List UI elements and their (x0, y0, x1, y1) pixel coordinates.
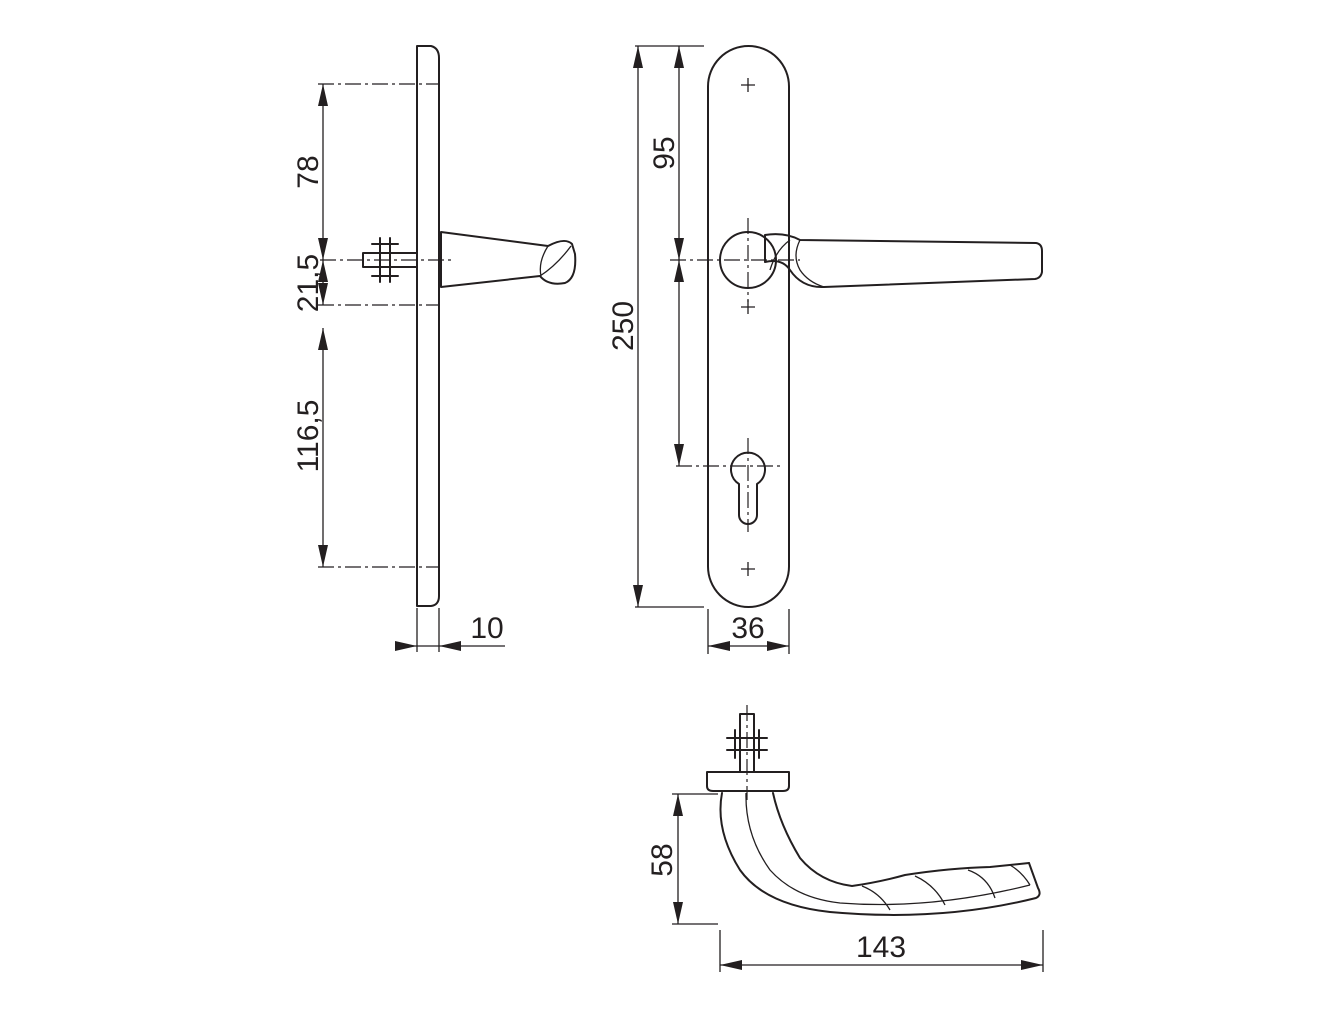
dim-58-arrow-top (673, 794, 683, 816)
dim-250-arrow-bottom (633, 585, 643, 607)
top-view: 58 143 (646, 705, 1044, 972)
dim-78-arrow-bottom (318, 238, 328, 260)
dim-250-label: 250 (607, 301, 640, 351)
dim-21-5-label: 21,5 (292, 254, 325, 312)
top-lever-center (745, 792, 1031, 906)
dim-36-label: 36 (731, 612, 764, 645)
dim-143-arrow-left (720, 960, 742, 970)
dim-116-5-label: 116,5 (292, 400, 325, 473)
dim-cylinder-arrow-top (674, 260, 684, 282)
dim-250-arrow-top (633, 46, 643, 68)
side-lever-tip (539, 245, 572, 277)
dim-10-arrow-right (439, 641, 461, 651)
dim-95-label: 95 (648, 136, 681, 169)
top-lever-inner (772, 792, 1030, 887)
dim-58-arrow-bottom (673, 902, 683, 924)
dim-78-arrow-top (318, 84, 328, 106)
front-lever (764, 233, 1043, 289)
dim-143-label: 143 (856, 931, 906, 964)
dim-95-arrow-top (674, 46, 684, 68)
dim-36-arrow-right (767, 641, 789, 651)
dim-143-arrow-right (1021, 960, 1043, 970)
dim-116-5-arrow-bottom (318, 545, 328, 567)
front-view: 250 95 36 (607, 45, 1043, 654)
side-view: 78 21,5 116,5 10 (292, 45, 577, 652)
screw-middle-icon (741, 300, 755, 314)
dim-95-arrow-bottom (674, 238, 684, 260)
top-lever-grips (861, 864, 1031, 911)
side-lever (440, 231, 577, 288)
front-lever-neck (769, 239, 825, 288)
dim-cylinder-arrow-bottom (674, 444, 684, 466)
screw-top-icon (741, 78, 755, 92)
dim-78-label: 78 (292, 155, 325, 188)
dim-21-5-arrow-bottom (318, 283, 328, 305)
dim-58-label: 58 (646, 843, 679, 876)
front-backplate (707, 45, 790, 608)
dim-10-arrow-left (395, 641, 417, 651)
top-rosette (706, 771, 790, 792)
dim-10-label: 10 (470, 612, 503, 645)
screw-bottom-icon (741, 562, 755, 576)
dim-21-5-arrow-top (318, 260, 328, 282)
dim-36-arrow-left (708, 641, 730, 651)
side-backplate (416, 45, 440, 607)
top-lever-outer (719, 792, 1041, 916)
dim-116-5-arrow-top (318, 328, 328, 350)
